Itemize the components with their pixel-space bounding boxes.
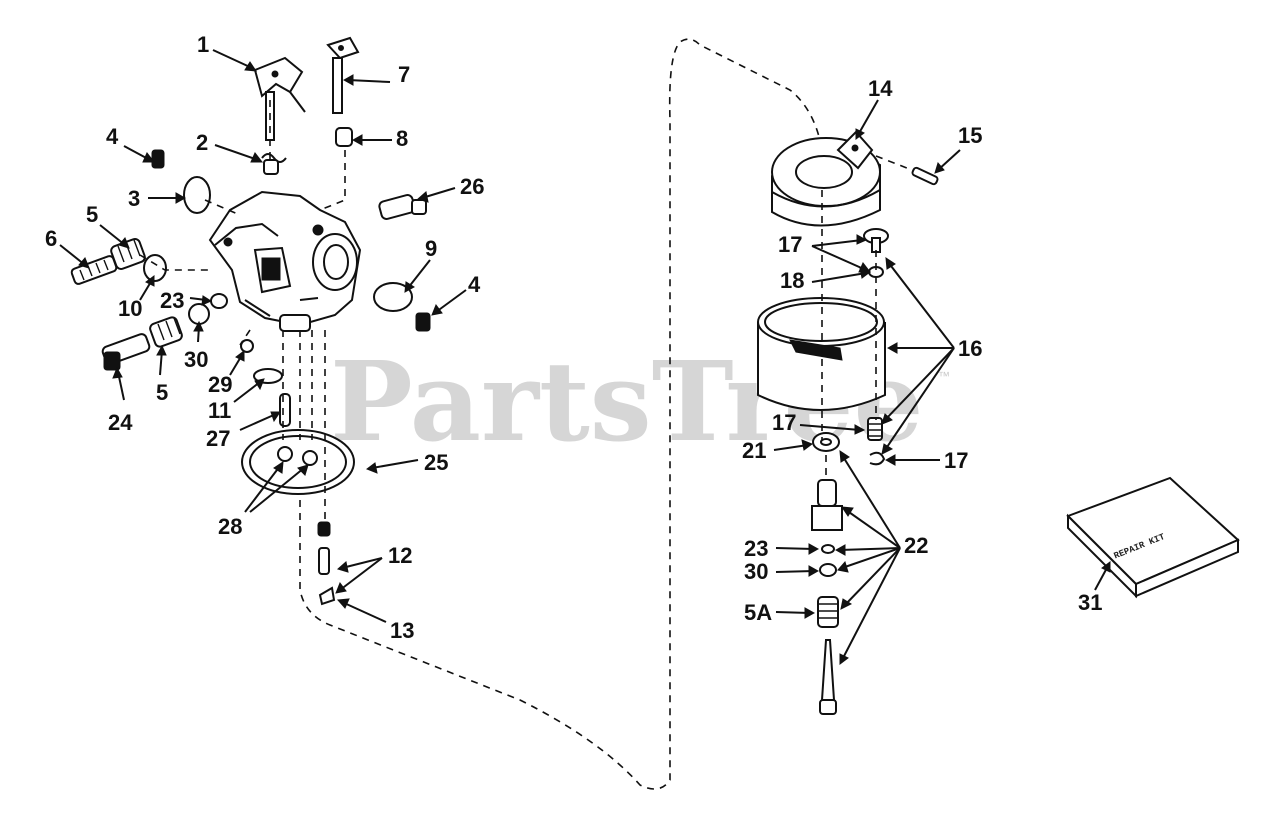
- callout-31: 31: [1078, 590, 1102, 615]
- callout-23-left: 23: [160, 288, 184, 313]
- nut-part-8: [335, 127, 353, 147]
- callout-27: 27: [206, 426, 230, 451]
- bowl-gasket-part-25: [241, 429, 355, 495]
- callout-13: 13: [390, 618, 414, 643]
- watermark-trademark: ™: [938, 369, 950, 383]
- fuel-inlet-part-26: [378, 194, 427, 220]
- spring-part-17-lower: [867, 417, 883, 441]
- hinge-pin-part-15: [911, 166, 939, 186]
- right-guide-lines: [821, 190, 877, 480]
- callout-22: 22: [904, 533, 928, 558]
- callout-28: 28: [218, 514, 242, 539]
- callout-29: 29: [208, 372, 232, 397]
- callout-10: 10: [118, 296, 142, 321]
- callout-9: 9: [425, 236, 437, 261]
- washer-part-23-right: [821, 544, 835, 554]
- screw-part-4-lower: [415, 312, 431, 332]
- screw-part-12: [318, 547, 330, 575]
- spring-part-5-lower: [149, 316, 183, 348]
- callout-17-top: 17: [778, 232, 802, 257]
- callout-17-mid: 17: [772, 410, 796, 435]
- check-ball-part-29: [240, 339, 254, 353]
- main-needle-part-24: [101, 333, 151, 371]
- o-ring-part-30-right: [819, 563, 837, 577]
- callout-12: 12: [388, 543, 412, 568]
- clip-part-13: [318, 586, 336, 606]
- spring-part-5A: [817, 596, 839, 628]
- clip-part-17: [869, 451, 886, 466]
- callout-25: 25: [424, 450, 448, 475]
- float-part-14: [771, 130, 881, 227]
- nut-part-12: [317, 521, 331, 537]
- bowl-pin-part-17-top: [863, 228, 889, 253]
- float-bowl-part-16: [757, 297, 886, 411]
- idle-screw-part-6: [70, 255, 118, 285]
- callout-14: 14: [868, 76, 893, 101]
- callout-15: 15: [958, 123, 982, 148]
- callout-18: 18: [780, 268, 804, 293]
- callout-5-lower: 5: [156, 380, 168, 405]
- callout-26: 26: [460, 174, 484, 199]
- screw-part-4-top: [151, 149, 165, 169]
- callout-1: 1: [197, 32, 209, 57]
- bowl-nut-part-22: [811, 479, 843, 531]
- callout-17-lower: 17: [944, 448, 968, 473]
- left-leader-arrows: [59, 49, 467, 623]
- plug-part-28-a: [277, 446, 293, 462]
- throttle-plate-part-3: [183, 176, 211, 214]
- throttle-spring-part-2: [261, 153, 287, 175]
- callout-4-lower: 4: [468, 272, 481, 297]
- callout-6: 6: [45, 226, 57, 251]
- callout-30-left: 30: [184, 347, 208, 372]
- throttle-shaft-part-1: [253, 56, 306, 141]
- left-guide-lines: [139, 100, 346, 530]
- repair-kit-part-31: REPAIR KIT: [1066, 476, 1240, 599]
- callout-8: 8: [396, 126, 408, 151]
- choke-plate-part-9: [373, 282, 413, 312]
- callout-5-upper: 5: [86, 202, 98, 227]
- carburetor-body: [208, 190, 362, 332]
- callout-5A: 5A: [744, 600, 772, 625]
- callout-16: 16: [958, 336, 982, 361]
- callout-3: 3: [128, 186, 140, 211]
- callout-11: 11: [208, 398, 231, 423]
- callout-labels: 1 2 3 4 5 6 7 8 9 10 11 12 13 14 15 16 1…: [45, 32, 1102, 643]
- callout-23-right: 23: [744, 536, 768, 561]
- callout-24: 24: [108, 410, 133, 435]
- main-jet-needle-part-22: [819, 639, 837, 715]
- assembly-outline-dashed: [299, 38, 823, 790]
- gasket-part-21: [812, 432, 840, 452]
- callout-2: 2: [196, 130, 208, 155]
- welch-plug-part-10: [143, 254, 167, 282]
- callout-4-top: 4: [106, 124, 119, 149]
- choke-shaft-part-7: [326, 36, 360, 114]
- callout-7: 7: [398, 62, 410, 87]
- washer-part-23-left: [210, 293, 228, 309]
- plug-part-28-b: [302, 450, 318, 466]
- float-pin-part-27: [279, 393, 291, 427]
- callout-30-right: 30: [744, 559, 768, 584]
- right-leader-arrows: [773, 99, 961, 665]
- callout-21: 21: [742, 438, 766, 463]
